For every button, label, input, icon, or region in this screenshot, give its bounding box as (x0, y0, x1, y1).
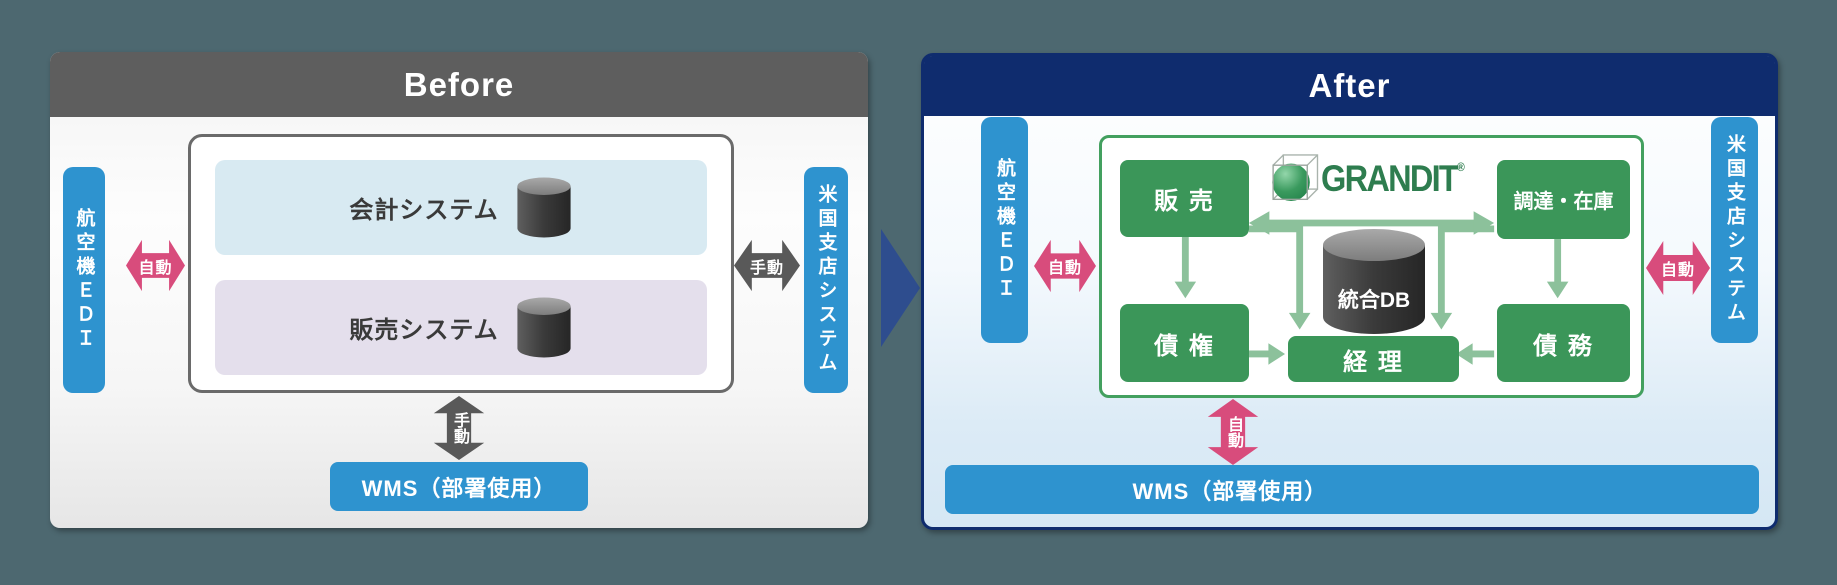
auto-sync-arrow-left: 自動 (126, 237, 185, 294)
before-aircraft-edi-bar: 航空機ＥＤＩ (63, 167, 105, 393)
manual-sync-arrow-bottom: 手動 (431, 396, 487, 460)
auto-label: 自動 (1660, 262, 1695, 279)
before-header: Before (50, 52, 868, 117)
grandit-wordmark: GRANDIT® (1320, 157, 1465, 199)
grandit-erp-box: GRANDIT® 販 売 調達・在庫 債 権 経 理 債 務 統合DB (1099, 135, 1644, 398)
before-to-after-arrow-icon (881, 229, 920, 347)
auto-sync-arrow-right: 自動 (1646, 238, 1710, 298)
double-arrow-icon (1646, 241, 1710, 295)
before-legacy-systems-box: 会計システム 販売システム (188, 134, 734, 393)
database-cylinder-icon (1323, 229, 1425, 334)
module-procurement-inventory: 調達・在庫 (1497, 160, 1630, 239)
manual-label: 手動 (451, 412, 468, 444)
after-us-branch-bar: 米国支店システム (1711, 117, 1758, 343)
integrated-db-cylinder: 統合DB (1321, 228, 1427, 336)
before-aircraft-edi-label: 航空機ＥＤＩ (73, 208, 95, 352)
before-us-branch-label: 米国支店システム (815, 184, 837, 376)
module-sales: 販 売 (1120, 160, 1249, 237)
module-accounting: 経 理 (1288, 336, 1459, 382)
module-flow-arrows (1174, 211, 1569, 365)
double-arrow-icon (1207, 399, 1259, 465)
after-wms-label: WMS（部署使用） (1132, 478, 1328, 504)
accounting-system-label: 会計システム (349, 197, 499, 224)
integrated-db-label: 統合DB (1337, 289, 1411, 312)
double-arrow-icon (1034, 239, 1096, 293)
module-receivables: 債 権 (1120, 304, 1249, 382)
auto-label: 自動 (138, 259, 173, 277)
after-aircraft-edi-label: 航空機ＥＤＩ (994, 158, 1015, 302)
module-payables: 債 務 (1497, 304, 1630, 382)
sales-system-box: 販売システム (215, 280, 707, 375)
auto-sync-arrow-left: 自動 (1034, 237, 1096, 295)
after-title: After (1308, 67, 1391, 104)
database-cylinder-icon (517, 297, 571, 357)
auto-label: 自動 (1225, 416, 1242, 448)
after-panel: After 航空機ＥＤＩ 自動 (921, 53, 1778, 530)
after-header: After (924, 56, 1775, 116)
sales-system-label: 販売システム (349, 317, 499, 344)
accounting-system-box: 会計システム (215, 160, 707, 255)
double-arrow-icon (126, 239, 185, 292)
auto-label: 自動 (1047, 260, 1082, 277)
before-us-branch-bar: 米国支店システム (804, 167, 848, 393)
after-aircraft-edi-bar: 航空機ＥＤＩ (981, 117, 1028, 343)
manual-label: 手動 (749, 259, 784, 277)
after-us-branch-label: 米国支店システム (1724, 134, 1745, 326)
before-wms-bar: WMS（部署使用） (330, 462, 588, 511)
double-arrow-icon (433, 396, 485, 460)
auto-sync-arrow-bottom: 自動 (1205, 399, 1261, 465)
after-wms-bar: WMS（部署使用） (945, 465, 1759, 514)
before-title: Before (403, 65, 515, 103)
before-panel: Before 航空機ＥＤＩ 自動 会計システム 販売システム (50, 52, 868, 528)
grandit-logo: GRANDIT® (1268, 148, 1482, 208)
manual-sync-arrow-right: 手動 (734, 237, 800, 294)
before-wms-label: WMS（部署使用） (361, 475, 557, 501)
database-cylinder-icon (517, 177, 571, 237)
double-arrow-icon (734, 239, 800, 292)
registered-mark: ® (1456, 159, 1465, 174)
grandit-cube-sphere-icon (1272, 154, 1319, 202)
